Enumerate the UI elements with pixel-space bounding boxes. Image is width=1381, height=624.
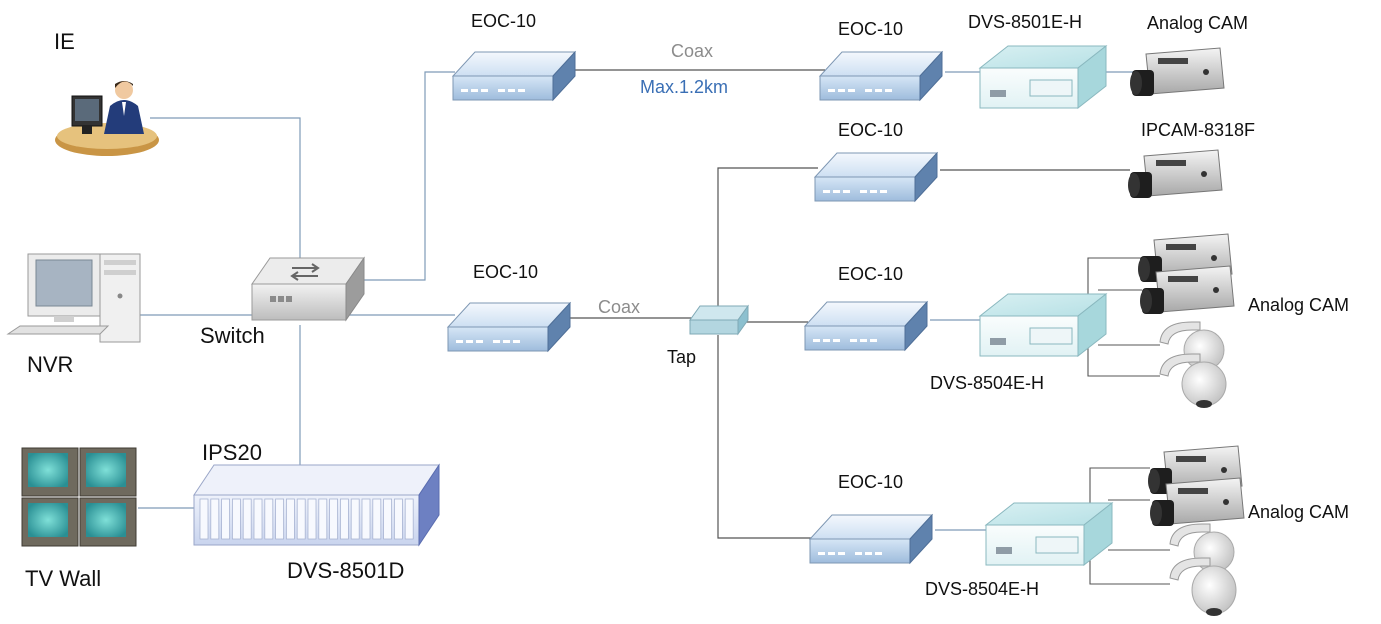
rack-slot bbox=[393, 498, 403, 540]
eoc-adapter-mid bbox=[803, 300, 929, 352]
video-server-top bbox=[978, 44, 1108, 110]
eoc-adapter-icon bbox=[803, 300, 929, 352]
monitor-wall-icon bbox=[21, 447, 137, 547]
label-ie: IE bbox=[54, 29, 75, 54]
eoc-adapter-left bbox=[446, 301, 572, 353]
rack-slot bbox=[404, 498, 414, 540]
rack-slot bbox=[221, 498, 231, 540]
line-tap-up bbox=[717, 167, 818, 315]
dome-camera-bottom-2 bbox=[1169, 557, 1237, 616]
rack-chassis-icon bbox=[193, 463, 440, 547]
rack-slot bbox=[361, 498, 371, 540]
label-tv-wall: TV Wall bbox=[25, 566, 102, 591]
rack-slot bbox=[383, 498, 393, 540]
video-server-icon bbox=[978, 44, 1108, 110]
eoc-adapter-ipcam bbox=[813, 151, 939, 203]
label-coax-top: Coax bbox=[671, 41, 714, 61]
box-camera-icon bbox=[1140, 265, 1235, 314]
label-eoc-bottom: EOC-10 bbox=[838, 472, 904, 492]
video-server-icon bbox=[984, 501, 1114, 567]
eoc-adapter-top bbox=[451, 50, 577, 102]
label-eoc-mid: EOC-10 bbox=[838, 264, 904, 284]
ptz-dome-camera-icon bbox=[1169, 557, 1237, 616]
eoc-adapter-icon bbox=[808, 513, 934, 565]
rack-slot bbox=[253, 498, 263, 540]
rack-slot bbox=[199, 498, 209, 540]
camera-fanout-lines bbox=[1087, 257, 1170, 585]
eoc-adapter-icon bbox=[818, 50, 944, 102]
rack-slots bbox=[199, 498, 414, 540]
box-camera-icon bbox=[1128, 149, 1223, 198]
video-server-icon bbox=[978, 292, 1108, 358]
box-camera-ipcam bbox=[1128, 149, 1223, 198]
label-max-distance: Max.1.2km bbox=[640, 77, 729, 97]
desktop-computer-icon bbox=[6, 253, 141, 343]
box-camera-bottom-2 bbox=[1150, 477, 1245, 526]
rack-slot bbox=[242, 498, 252, 540]
label-eoc-left: EOC-10 bbox=[473, 262, 539, 282]
label-nvr: NVR bbox=[27, 352, 74, 377]
line-switch-eoc-top bbox=[360, 71, 455, 281]
label-eoc-ipcam: EOC-10 bbox=[838, 120, 904, 140]
eoc-adapter-top-right bbox=[818, 50, 944, 102]
rack-slot bbox=[286, 498, 295, 540]
line-tap-down bbox=[717, 335, 812, 539]
label-coax-mid: Coax bbox=[598, 297, 641, 317]
label-ipcam-8318f: IPCAM-8318F bbox=[1141, 120, 1256, 140]
video-server-bottom bbox=[984, 501, 1114, 567]
label-eoc-top-right: EOC-10 bbox=[838, 19, 904, 39]
dome-camera-mid-2 bbox=[1159, 353, 1227, 408]
box-camera-icon bbox=[1150, 477, 1245, 526]
rack-slot bbox=[318, 498, 328, 540]
rack-slot bbox=[329, 498, 339, 540]
line-ie-switch bbox=[150, 117, 301, 270]
user-at-desk-icon bbox=[55, 81, 159, 156]
label-eoc-top: EOC-10 bbox=[471, 11, 537, 31]
label-switch: Switch bbox=[200, 323, 265, 348]
box-camera-mid-2 bbox=[1140, 265, 1235, 314]
eoc-adapter-icon bbox=[446, 301, 572, 353]
ptz-dome-camera-icon bbox=[1159, 353, 1227, 408]
rack-slot bbox=[350, 498, 360, 540]
label-tap: Tap bbox=[667, 347, 697, 367]
rack-slot bbox=[307, 498, 317, 540]
network-switch-icon bbox=[251, 256, 365, 322]
label-dvs-8501d: DVS-8501D bbox=[287, 558, 405, 583]
rack-slot bbox=[372, 498, 382, 540]
label-analog-cam-mid: Analog CAM bbox=[1248, 295, 1350, 315]
label-dvs-8501e-h: DVS-8501E-H bbox=[968, 12, 1083, 32]
eoc-adapter-icon bbox=[813, 151, 939, 203]
rack-slot bbox=[232, 498, 241, 540]
label-analog-cam-top: Analog CAM bbox=[1147, 13, 1249, 33]
rack-slot bbox=[339, 498, 349, 540]
connection-lines bbox=[138, 69, 1138, 539]
coax-tap-icon bbox=[689, 304, 749, 336]
rack-slot bbox=[210, 498, 220, 540]
label-ips20: IPS20 bbox=[202, 440, 262, 465]
eoc-adapter-icon bbox=[451, 50, 577, 102]
box-camera-icon bbox=[1130, 47, 1225, 96]
rack-slot bbox=[296, 498, 306, 540]
label-dvs-8504e-h-mid: DVS-8504E-H bbox=[930, 373, 1045, 393]
rack-slot bbox=[275, 498, 284, 540]
label-dvs-8504e-h-bottom: DVS-8504E-H bbox=[925, 579, 1040, 599]
rack-slot bbox=[264, 498, 274, 540]
label-analog-cam-bottom: Analog CAM bbox=[1248, 502, 1350, 522]
box-camera-top bbox=[1130, 47, 1225, 96]
video-server-mid bbox=[978, 292, 1108, 358]
eoc-adapter-bottom bbox=[808, 513, 934, 565]
